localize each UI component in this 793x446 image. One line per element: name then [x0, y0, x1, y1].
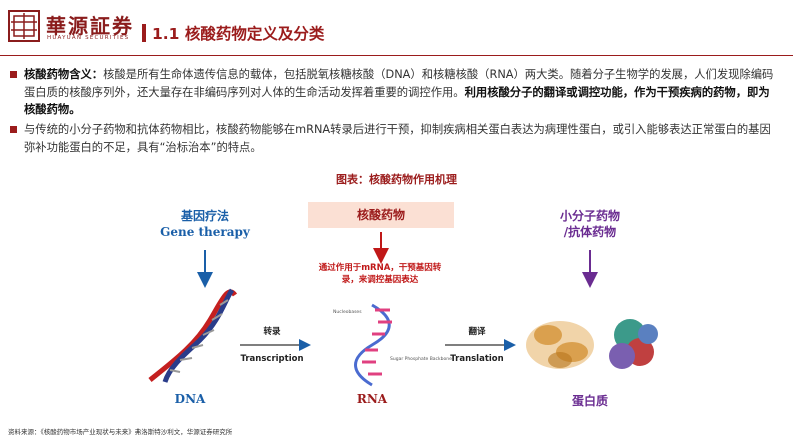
dna-helix-icon [148, 288, 238, 383]
bullet-square-icon [10, 126, 17, 133]
brand-name: 華源証券 [46, 14, 134, 38]
bullet-body: 与传统的小分子药物和抗体药物相比，核酸药物能够在mRNA转录后进行干预，抑制疾病… [24, 123, 771, 154]
translation-en: Translation [450, 354, 503, 364]
bullet-square-icon [10, 71, 17, 78]
bullet-definition: 核酸药物含义：核酸是所有生命体遗传信息的载体，包括脱氧核糖核酸（DNA）和核糖核… [10, 66, 780, 119]
dna-label: DNA [174, 392, 206, 406]
small-molecule-label: 小分子药物 /抗体药物 [559, 209, 620, 239]
rna-backbone-annot: Sugar Phosphate Backbone [390, 356, 452, 362]
protein-label: 蛋白质 [571, 394, 608, 408]
page-header: 華源証券 HUAYUAN SECURITIES 1.1 核酸药物定义及分类 [0, 0, 793, 58]
gene-therapy-label-en: Gene therapy [160, 225, 250, 239]
rna-label: RNA [356, 392, 388, 406]
brand-name-en: HUAYUAN SECURITIES [47, 35, 130, 41]
mechanism-note: 通过作用于mRNA，干预基因转录，来调控基因表达 [318, 263, 442, 285]
figure-title: 图表：核酸药物作用机理 [336, 173, 457, 186]
translation-cn: 翻译 [468, 326, 486, 337]
bullet-text: 核酸药物含义：核酸是所有生命体遗传信息的载体，包括脱氧核糖核酸（DNA）和核糖核… [24, 66, 780, 119]
rna-nucleobases-annot: Nucleobases [333, 309, 362, 315]
header-divider [0, 55, 793, 56]
rna-strand-icon [354, 303, 392, 387]
transcription-cn: 转录 [263, 326, 281, 337]
bullet-body: 核酸是所有生命体遗传信息的载体，包括脱氧核糖核酸（DNA）和核糖核酸（RNA）两… [24, 68, 774, 99]
gene-therapy-label: 基因疗法 [180, 209, 229, 223]
protein-complex-icon [609, 319, 658, 369]
title-accent-bar [142, 24, 146, 42]
page-title: 1.1 核酸药物定义及分类 [152, 25, 325, 43]
bullet-comparison: 与传统的小分子药物和抗体药物相比，核酸药物能够在mRNA转录后进行干预，抑制疾病… [10, 121, 780, 156]
nucleic-drug-label: 核酸药物 [356, 208, 405, 222]
nucleic-drug-highlight [308, 202, 454, 228]
bullet-bold-suffix: 利用核酸分子的翻译或调控功能，作为干预疾病的药物，即为核酸药物。 [24, 85, 770, 117]
transcription-en: Transcription [241, 354, 304, 364]
logo-icon [8, 10, 40, 42]
bullet-bold-prefix: 核酸药物含义： [24, 68, 104, 81]
source-note: 资料来源：《核酸药物市场产业现状与未来》弗洛斯特沙利文，华源证券研究所 [8, 428, 233, 436]
protein-structure-icon [526, 321, 594, 369]
